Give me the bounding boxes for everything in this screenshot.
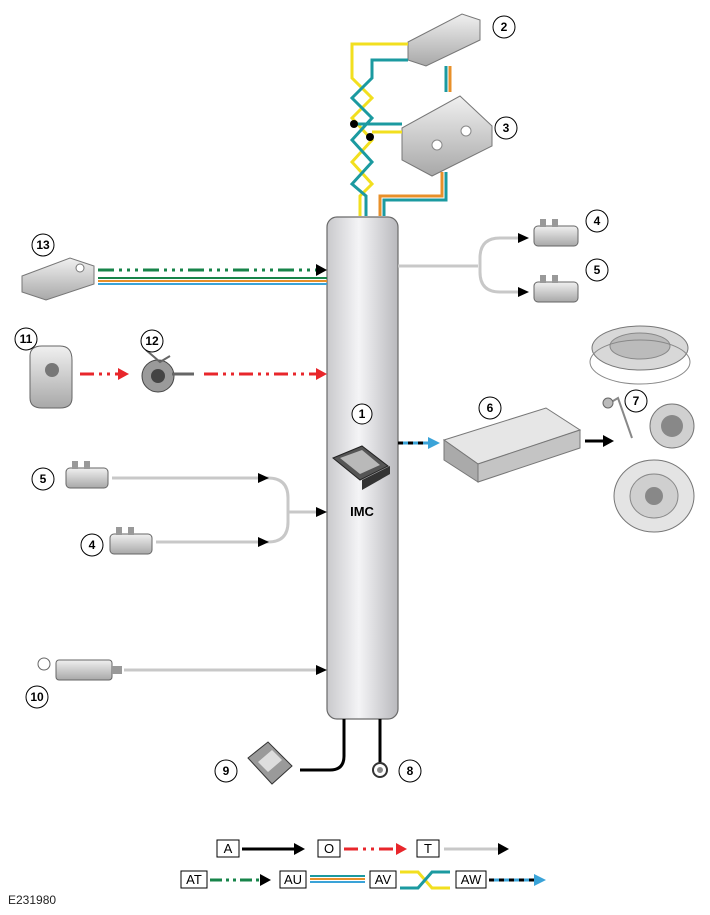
component-9-fuse bbox=[247, 741, 293, 785]
svg-text:5: 5 bbox=[594, 263, 601, 277]
callout-7: 7 bbox=[624, 389, 648, 413]
grey-link-right bbox=[398, 236, 520, 294]
svg-text:13: 13 bbox=[36, 238, 50, 252]
grey-link-10 bbox=[124, 665, 327, 675]
svg-text:AU: AU bbox=[284, 872, 302, 887]
svg-text:AV: AV bbox=[375, 872, 392, 887]
callout-2: 2 bbox=[492, 15, 516, 39]
svg-text:11: 11 bbox=[20, 332, 33, 346]
svg-text:O: O bbox=[324, 841, 334, 856]
arrow-head bbox=[258, 537, 269, 547]
svg-text:5: 5 bbox=[40, 472, 47, 486]
imc-label: IMC bbox=[350, 504, 374, 519]
callout-9: 9 bbox=[214, 759, 238, 783]
arrow-head bbox=[316, 507, 327, 517]
callout-3: 3 bbox=[494, 116, 518, 140]
component-8-ground bbox=[372, 719, 388, 778]
legend-item-A: A bbox=[216, 839, 305, 858]
callout-8: 8 bbox=[398, 759, 422, 783]
callout-11: 11 bbox=[14, 327, 38, 351]
arrow-head bbox=[518, 287, 529, 297]
svg-text:AT: AT bbox=[186, 872, 202, 887]
tri-colour-bus-line bbox=[98, 277, 327, 285]
callout-4-left: 4 bbox=[80, 533, 104, 557]
legend-item-T: T bbox=[416, 839, 509, 858]
component-5-right-sensor bbox=[533, 275, 579, 303]
component-5-left-sensor bbox=[65, 461, 109, 489]
svg-text:1: 1 bbox=[359, 407, 366, 421]
arrow-head bbox=[258, 473, 269, 483]
svg-text:3: 3 bbox=[503, 121, 510, 135]
svg-text:10: 10 bbox=[30, 690, 44, 704]
svg-text:4: 4 bbox=[594, 214, 601, 228]
callout-5-left: 5 bbox=[31, 467, 55, 491]
callout-12: 12 bbox=[140, 329, 164, 353]
component-3-unit bbox=[401, 95, 493, 177]
component-12-sensor bbox=[141, 349, 194, 393]
legend-item-AW: AW bbox=[455, 870, 546, 889]
twisted-pair-wiring bbox=[349, 42, 452, 216]
component-11-switch bbox=[29, 345, 73, 409]
component-10-antenna bbox=[37, 657, 122, 681]
svg-text:6: 6 bbox=[487, 401, 494, 415]
component-4-left-sensor bbox=[109, 527, 153, 555]
blue-most-link bbox=[398, 437, 440, 449]
black-power-line bbox=[300, 719, 346, 772]
green-bus-line bbox=[98, 264, 327, 276]
component-6-amplifier bbox=[442, 407, 582, 483]
red-link-12-imc bbox=[204, 368, 327, 380]
svg-text:12: 12 bbox=[145, 334, 159, 348]
legend-item-AV: AV bbox=[369, 870, 450, 890]
svg-text:A: A bbox=[224, 841, 233, 856]
callout-13: 13 bbox=[31, 233, 55, 257]
component-7-speaker-set bbox=[589, 325, 695, 533]
splice-dot bbox=[350, 120, 358, 128]
svg-text:T: T bbox=[424, 841, 432, 856]
legend-item-AT: AT bbox=[180, 870, 271, 889]
callout-4-right: 4 bbox=[585, 209, 609, 233]
arrow-head bbox=[518, 233, 529, 243]
callout-5-right: 5 bbox=[585, 258, 609, 282]
callout-10: 10 bbox=[25, 685, 49, 709]
grey-merge-left bbox=[112, 476, 318, 544]
splice-dot bbox=[366, 133, 374, 141]
imc-chip-icon bbox=[332, 445, 390, 490]
callout-1: 1 bbox=[351, 403, 373, 425]
legend-item-O: O bbox=[317, 839, 407, 858]
legend-item-AU: AU bbox=[279, 870, 365, 889]
component-4-right-sensor bbox=[533, 219, 579, 247]
red-link-11-12 bbox=[80, 368, 129, 380]
svg-text:2: 2 bbox=[501, 20, 508, 34]
component-2-unit bbox=[407, 13, 481, 67]
svg-text:7: 7 bbox=[633, 394, 640, 408]
reference-code: E231980 bbox=[8, 893, 57, 907]
svg-text:8: 8 bbox=[407, 764, 414, 778]
component-13-module bbox=[21, 257, 95, 301]
svg-text:9: 9 bbox=[223, 764, 230, 778]
svg-text:AW: AW bbox=[461, 872, 482, 887]
svg-text:4: 4 bbox=[89, 538, 96, 552]
callout-6: 6 bbox=[478, 396, 502, 420]
black-link-speakers bbox=[585, 435, 614, 447]
